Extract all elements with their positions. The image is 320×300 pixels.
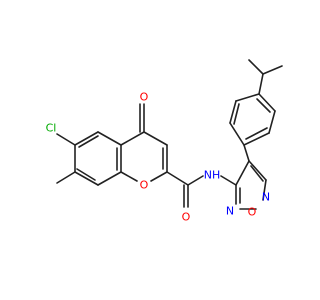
ketone-oxygen-label: O [140, 91, 149, 104]
amide-nh-label: NH [204, 169, 221, 182]
oxadiazole-n-left-label: N [226, 205, 234, 218]
oxadiazole-n-right-label: N [262, 191, 270, 204]
bonds [56, 59, 283, 210]
chlorine-label: Cl [46, 122, 57, 135]
oxadiazole-o-label: O [248, 206, 257, 219]
atom-labels: Cl O O O NH N O N [46, 91, 270, 224]
amide-oxygen-label: O [182, 211, 191, 224]
ring-oxygen-label: O [140, 179, 149, 192]
molecule-structure: Cl O O O NH N O N [46, 59, 283, 224]
